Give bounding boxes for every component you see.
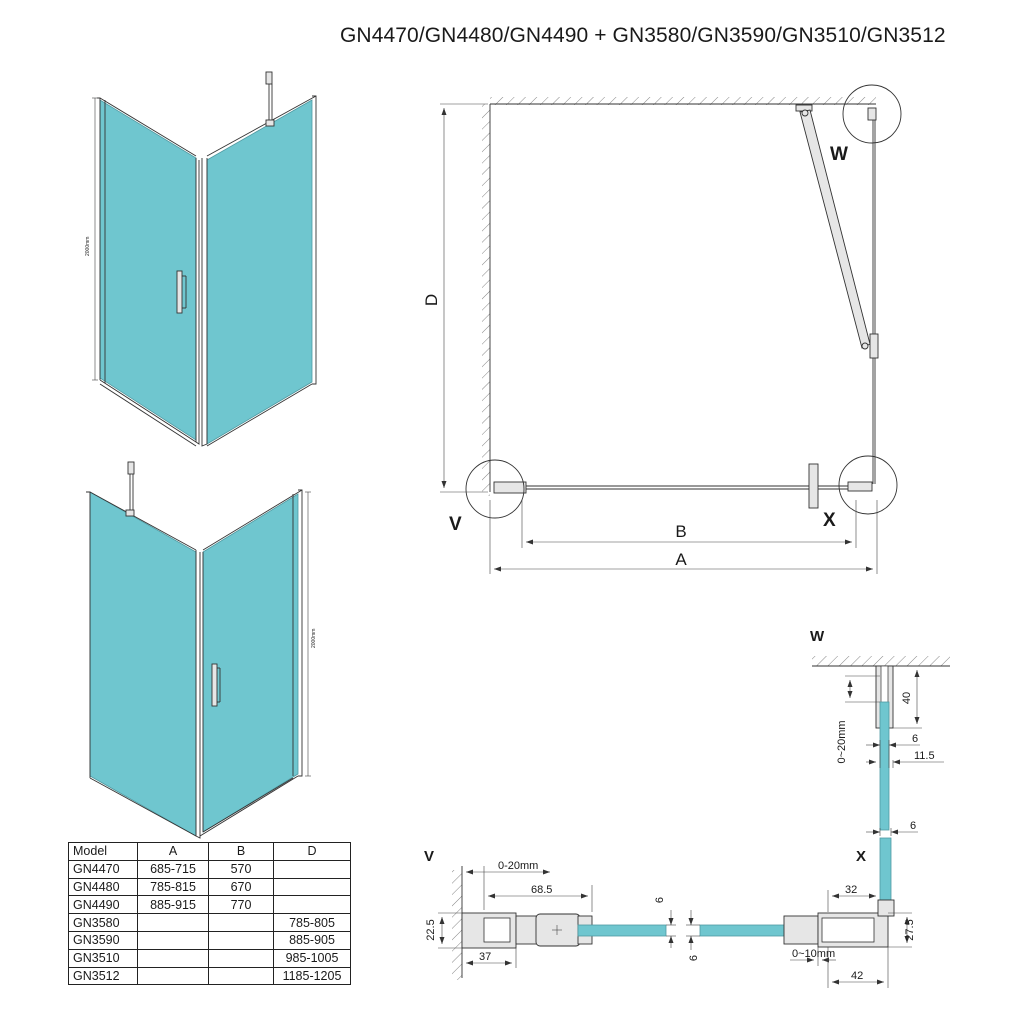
table-cell: 785-815 bbox=[137, 877, 209, 897]
door-stopper bbox=[808, 463, 819, 509]
door-handle bbox=[176, 270, 183, 314]
svg-text:22.5: 22.5 bbox=[425, 919, 437, 940]
svg-text:6: 6 bbox=[912, 733, 918, 745]
detail-label-w: W bbox=[810, 628, 825, 645]
svg-text:6: 6 bbox=[910, 820, 916, 832]
table-row: GN3580 785-805 bbox=[68, 913, 351, 932]
table-cell: 1185-1205 bbox=[273, 966, 351, 986]
wall-bracket bbox=[127, 461, 135, 475]
table-cell bbox=[273, 895, 351, 915]
table-cell bbox=[137, 913, 209, 932]
side-panel-glass bbox=[206, 99, 313, 445]
page-title: GN4470/GN4480/GN4490 + GN3580/GN3590/GN3… bbox=[340, 24, 946, 47]
table-cell: 985-1005 bbox=[273, 948, 351, 968]
table-header-cell: A bbox=[137, 842, 209, 861]
table-cell: 770 bbox=[208, 895, 274, 915]
table-row: GN4490 885-915 770 bbox=[68, 895, 351, 915]
detail-label-v: V bbox=[424, 848, 434, 865]
side-panel-glass bbox=[89, 491, 197, 837]
dim-label-a: A bbox=[675, 550, 687, 569]
detail-v: V 0-20mm 68.5 6 22.5 37 bbox=[424, 848, 676, 980]
plan-view: D B A V X W bbox=[422, 84, 902, 574]
svg-text:0-20mm: 0-20mm bbox=[498, 860, 538, 872]
table-cell: 685-715 bbox=[137, 859, 209, 879]
table-header-row: Model A B D bbox=[68, 842, 351, 861]
svg-text:0~10mm: 0~10mm bbox=[792, 948, 835, 960]
table-cell bbox=[137, 930, 209, 950]
table-cell: GN3510 bbox=[68, 948, 138, 968]
table-header-cell: B bbox=[208, 842, 274, 861]
table-cell bbox=[137, 948, 209, 968]
table-cell: GN3580 bbox=[68, 913, 138, 932]
svg-text:6: 6 bbox=[654, 897, 666, 903]
table-cell bbox=[208, 913, 274, 932]
table-header-cell: D bbox=[273, 842, 351, 861]
dim-label-d: D bbox=[422, 294, 441, 306]
marker-x: X bbox=[823, 510, 836, 531]
table-row: GN3590 885-905 bbox=[68, 930, 351, 950]
wall-bracket bbox=[265, 71, 273, 85]
table-cell bbox=[208, 930, 274, 950]
table-cell bbox=[137, 966, 209, 986]
detail-circle-v bbox=[465, 459, 525, 519]
svg-text:37: 37 bbox=[479, 951, 491, 963]
detail-x: X 6 6 32 27.5 0~10mm 42 bbox=[686, 820, 918, 988]
detail-circle-w bbox=[842, 84, 902, 144]
svg-text:0~20mm: 0~20mm bbox=[836, 720, 848, 763]
table-cell bbox=[208, 948, 274, 968]
table-cell: 670 bbox=[208, 877, 274, 897]
table-cell: GN3590 bbox=[68, 930, 138, 950]
table-cell: GN3512 bbox=[68, 966, 138, 986]
table-cell: 785-805 bbox=[273, 913, 351, 932]
dim-label-b: B bbox=[675, 522, 686, 541]
door-glass bbox=[699, 924, 787, 937]
table-cell: 885-905 bbox=[273, 930, 351, 950]
svg-text:32: 32 bbox=[845, 884, 857, 896]
iso-view-top: 2000mm bbox=[85, 71, 317, 447]
table-cell: GN4470 bbox=[68, 859, 138, 879]
table-row: GN3512 1185-1205 bbox=[68, 966, 351, 986]
glass-panel bbox=[879, 701, 890, 831]
height-dimension-label: 2000mm bbox=[85, 237, 91, 256]
table-cell: 570 bbox=[208, 859, 274, 879]
glass-panel bbox=[577, 924, 667, 937]
door-handle bbox=[211, 663, 218, 707]
table-cell bbox=[208, 966, 274, 986]
table-cell: GN4480 bbox=[68, 877, 138, 897]
table-cell bbox=[273, 859, 351, 879]
table-cell: 885-915 bbox=[137, 895, 209, 915]
svg-text:42: 42 bbox=[851, 970, 863, 982]
table-row: GN4480 785-815 670 bbox=[68, 877, 351, 897]
detail-circle-x bbox=[838, 455, 898, 515]
svg-text:40: 40 bbox=[901, 692, 913, 704]
table-cell: GN4490 bbox=[68, 895, 138, 915]
table-cell bbox=[273, 877, 351, 897]
svg-text:68.5: 68.5 bbox=[531, 884, 552, 896]
detail-label-x: X bbox=[856, 848, 866, 865]
table-header-cell: Model bbox=[68, 842, 138, 861]
detail-w: W 40 0~20mm 6 11.5 bbox=[810, 628, 950, 831]
model-dimension-table: Model A B D GN4470 685-715 570 GN4480 78… bbox=[68, 842, 351, 986]
iso-view-bottom: 2000mm bbox=[86, 461, 317, 839]
svg-text:11.5: 11.5 bbox=[914, 750, 935, 762]
svg-text:27.5: 27.5 bbox=[904, 919, 916, 940]
door-panel-glass bbox=[202, 493, 299, 833]
marker-v: V bbox=[449, 514, 462, 535]
height-dimension-label: 2000mm bbox=[311, 629, 317, 648]
table-row: GN4470 685-715 570 bbox=[68, 859, 351, 879]
marker-w: W bbox=[830, 144, 848, 165]
table-row: GN3510 985-1005 bbox=[68, 948, 351, 968]
svg-text:6: 6 bbox=[688, 955, 700, 961]
